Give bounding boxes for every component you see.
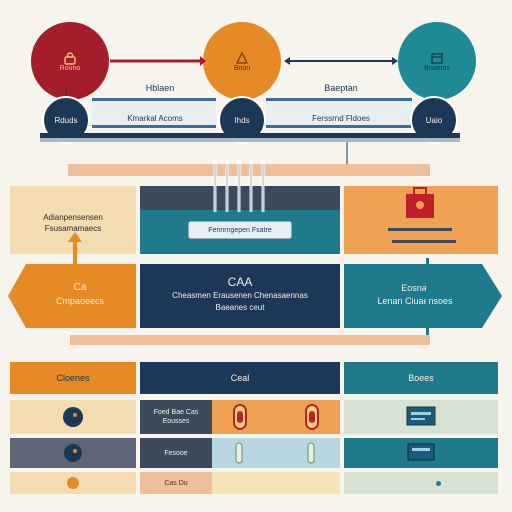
table-row: Cas Du bbox=[10, 472, 498, 494]
center-tab-label: Fennrngepen Fsatre bbox=[208, 226, 272, 234]
dot-icon bbox=[67, 477, 79, 489]
table-header-3-label: Boees bbox=[408, 373, 434, 383]
sub-node-middle-label: Ihds bbox=[234, 115, 250, 125]
briefcase-icon bbox=[406, 187, 434, 218]
left-box-label: Adianpensensen Fsusamamaecs bbox=[43, 213, 103, 233]
peach-band bbox=[68, 164, 430, 176]
table-row: Fesooe bbox=[10, 438, 498, 468]
top-base-bar bbox=[40, 133, 460, 138]
table-header-1-label: Cloenes bbox=[56, 373, 90, 383]
row2-col2b bbox=[212, 438, 340, 468]
top-base-shadow bbox=[40, 138, 460, 142]
row3-col1 bbox=[10, 472, 136, 494]
left-arrow-line2: Cmpaoeecs bbox=[55, 296, 105, 306]
top-node-red-label: Rouno bbox=[59, 64, 81, 72]
center-main-block bbox=[140, 264, 340, 328]
table-header-2: Ceal bbox=[140, 362, 340, 394]
center-main-line3: Baeanes ceut bbox=[215, 303, 265, 312]
connector-label-left: Hblaen bbox=[145, 83, 175, 93]
row1-col2-label: Foed Bae Cas Eousses bbox=[153, 409, 199, 425]
row3-col2a: Cas Du bbox=[140, 472, 212, 494]
dot-icon bbox=[64, 444, 82, 462]
row1-col3 bbox=[344, 400, 498, 434]
top-node-orange-label: Bnon bbox=[233, 64, 251, 72]
center-tab: Fennrngepen Fsatre bbox=[188, 221, 292, 239]
table-header-3: Boees bbox=[344, 362, 498, 394]
top-node-teal: Bnoetos bbox=[398, 22, 476, 100]
row1-col1 bbox=[10, 400, 136, 434]
lock-icon bbox=[64, 51, 76, 65]
capsule-icon-2 bbox=[305, 404, 319, 430]
table-header-2-label: Ceal bbox=[230, 373, 250, 383]
row2-col1 bbox=[10, 438, 136, 468]
row3-col2b bbox=[212, 472, 340, 494]
sub-node-right-label: Uaio bbox=[425, 115, 443, 125]
connector-label-right: Baeptan bbox=[324, 83, 358, 93]
row3-col3 bbox=[344, 472, 498, 494]
bottom-connector-band bbox=[70, 335, 430, 345]
row2-col2a: Fesooe bbox=[140, 438, 212, 468]
left-arrow-line1: Ca bbox=[73, 282, 87, 293]
table-row: Foed Bae Cas Eousses bbox=[10, 400, 498, 434]
band-right bbox=[266, 98, 412, 128]
signal-lines bbox=[213, 160, 265, 212]
sub-node-left-label: Rduds bbox=[54, 115, 78, 125]
center-main-line1: CAA bbox=[227, 275, 253, 289]
table-header-1: Cloenes bbox=[10, 362, 136, 394]
right-arrow-shape bbox=[344, 264, 502, 328]
vial-icon-2 bbox=[307, 442, 315, 464]
right-arrow-down-line bbox=[426, 258, 429, 344]
up-arrow-icon bbox=[68, 232, 82, 266]
right-box-line-2 bbox=[392, 240, 456, 243]
vial-icon-1 bbox=[235, 442, 243, 464]
band-left-label: Kmarkal Acoms bbox=[127, 114, 183, 123]
dot-icon bbox=[63, 407, 83, 427]
box-icon bbox=[431, 52, 443, 64]
row3-col3-dot bbox=[436, 481, 441, 486]
band-left bbox=[92, 98, 216, 128]
center-main-line2: Cheasmen Erausenen Chenasaennas bbox=[172, 291, 308, 300]
top-node-red: Rouno bbox=[31, 22, 109, 100]
top-node-teal-label: Bnoetos bbox=[424, 64, 450, 72]
band-right-label: Ferssrnd Fldoes bbox=[312, 114, 370, 123]
row3-col2-label: Cas Du bbox=[164, 479, 188, 487]
right-arrow-line1: Eosnal bbox=[401, 283, 429, 293]
triangle-icon bbox=[235, 51, 249, 64]
row2-col3 bbox=[344, 438, 498, 468]
monitor-icon bbox=[406, 406, 436, 426]
top-node-orange: Bnon bbox=[203, 22, 281, 100]
row1-col2a: Foed Bae Cas Eousses bbox=[140, 400, 212, 434]
right-arrow-line2: Lenan Ciuaensoes bbox=[377, 296, 453, 306]
left-arrow-shape bbox=[8, 264, 136, 328]
capsule-icon-1 bbox=[233, 404, 247, 430]
drop-line bbox=[346, 142, 348, 164]
right-box-line-1 bbox=[388, 228, 452, 231]
monitor-icon bbox=[407, 443, 435, 461]
row2-col2-label: Fesooe bbox=[164, 449, 188, 457]
